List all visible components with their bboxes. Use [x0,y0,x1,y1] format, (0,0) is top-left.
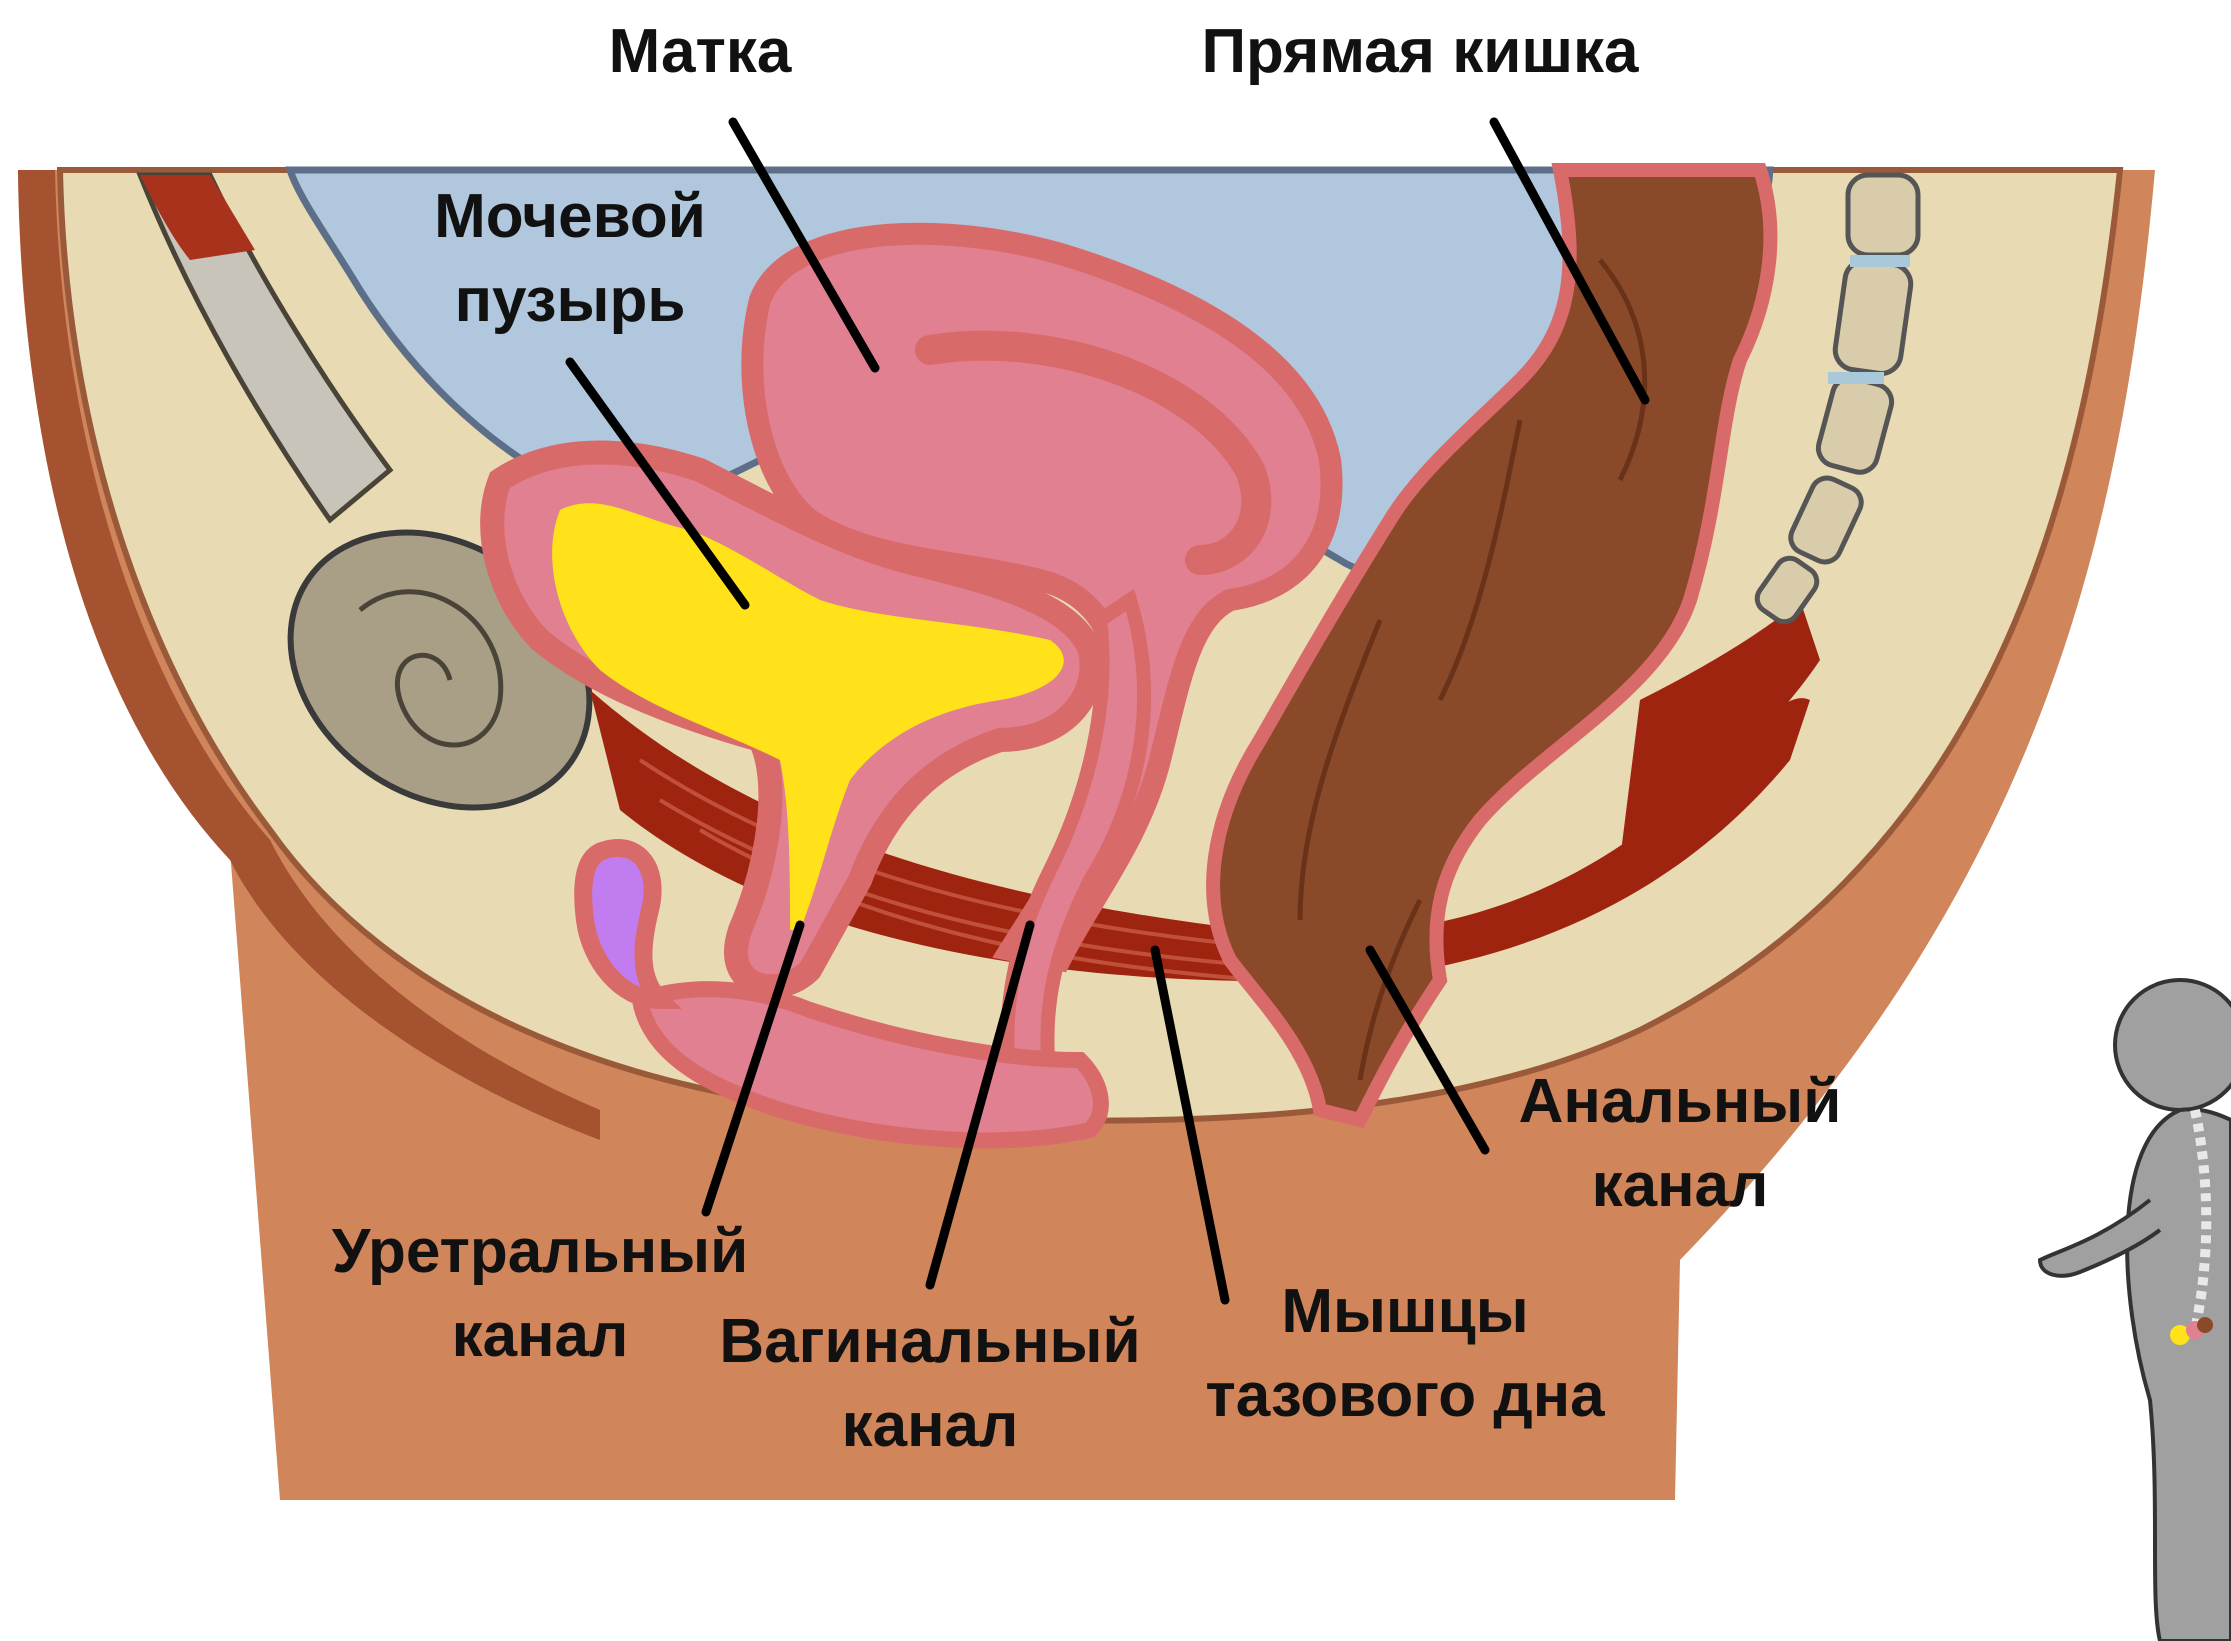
label-uterus: Матка [560,10,840,94]
label-rectum: Прямая кишка [1150,10,1690,94]
label-pelvic-floor: Мышцы тазового дна [1160,1270,1650,1438]
label-vagina: Вагинальный канал [680,1300,1180,1468]
label-bladder: Мочевой пузырь [380,175,760,343]
label-anal-canal: Анальный канал [1480,1060,1880,1228]
body-silhouette-icon [2040,980,2231,1641]
